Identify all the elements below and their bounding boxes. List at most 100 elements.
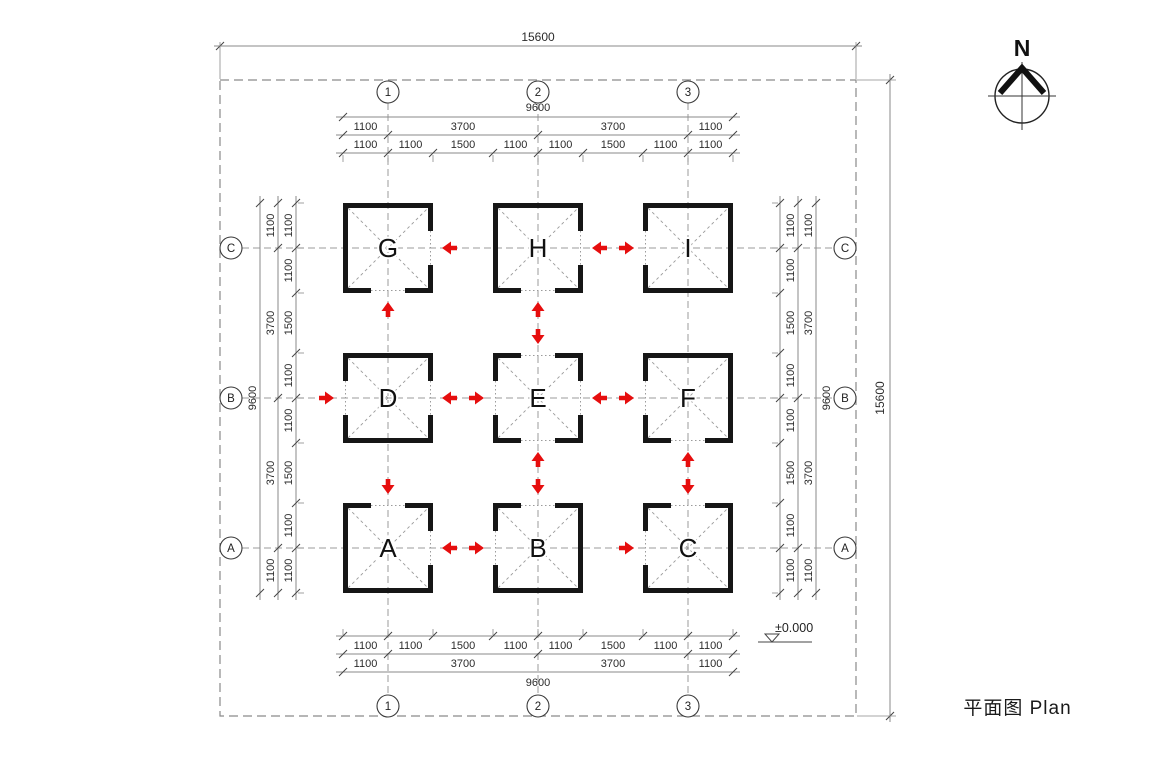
dim-label: 1500 [451,640,475,652]
flow-arrow [592,241,607,255]
flow-arrow [381,302,395,317]
flow-arrow [619,541,634,555]
dim-label: 1100 [699,640,723,652]
dim-label: 1100 [654,139,678,151]
north-indicator: N [962,26,1082,151]
grid-bubble-1 [376,694,400,718]
room-H: H [493,203,583,293]
room-label-F: F [680,383,696,413]
dim-label: 1100 [265,214,277,238]
room-wall [643,265,648,293]
room-I: I [643,203,733,293]
dim-label: 1500 [601,640,625,652]
room-wall [493,503,521,508]
dim-label: 3700 [803,461,815,485]
dim-label: 3700 [451,658,475,670]
north-label: N [1014,35,1031,61]
room-wall [493,415,498,443]
dim-label: 1100 [654,640,678,652]
room-B: B [493,503,583,593]
dim-label: 1100 [785,214,797,238]
room-wall [705,503,733,508]
dim-label: 1100 [504,640,528,652]
dim-label: 1100 [699,658,723,670]
dim-label: 1100 [283,409,295,433]
room-G: G [343,203,433,293]
room-wall [493,203,583,208]
room-wall [578,415,583,443]
room-E: E [493,353,583,443]
room-wall [643,288,733,293]
room-wall [493,353,498,381]
flow-arrow [681,479,695,494]
room-wall [643,353,733,358]
grid-bubble-label: 2 [535,87,541,99]
room-wall [343,588,433,593]
room-wall [643,438,671,443]
room-wall [578,353,583,381]
room-wall [405,288,433,293]
dim-label: 1100 [354,640,378,652]
room-wall [343,203,348,293]
room-A: A [343,503,433,593]
room-wall [643,353,648,381]
room-wall [493,565,498,593]
room-wall [493,503,498,531]
level-marker: ±0.000 [758,621,813,643]
grid-bubble-B [833,386,857,410]
dim-label: 1500 [601,139,625,151]
room-wall [643,565,648,593]
dim-label: 1100 [699,139,723,151]
level-label: ±0.000 [775,621,813,635]
dim-label: 1500 [785,461,797,485]
flow-arrow [442,541,457,555]
grid-bubble-1 [376,80,400,104]
room-wall [428,203,433,231]
room-wall [493,203,498,293]
room-wall [343,353,433,358]
north-chevron [997,63,1047,95]
room-wall [405,503,433,508]
grid-bubble-label: A [841,543,849,555]
dim-label: 1100 [785,514,797,538]
grid-bubble-label: 2 [535,701,541,713]
grid-bubble-3 [676,694,700,718]
grid-bubble-label: B [841,393,849,405]
room-wall [728,353,733,443]
grid-bubble-A [219,536,243,560]
grid-bubble-label: 3 [685,87,691,99]
room-label-E: E [529,383,546,413]
room-wall [343,353,348,381]
room-wall [343,203,433,208]
dim-label: 1100 [549,640,573,652]
room-C: C [643,503,733,593]
room-wall [428,503,433,531]
dim-label: 1100 [803,214,815,238]
room-label-B: B [529,533,546,563]
room-wall [493,588,583,593]
dim-label: 15600 [873,381,887,415]
dim-label: 1100 [785,259,797,283]
room-F: F [643,353,733,443]
flow-arrow [531,329,545,344]
grid-bubble-label: 3 [685,701,691,713]
flow-arrow [319,391,334,405]
room-wall [555,288,583,293]
dim-label: 1100 [283,559,295,583]
dim-label: 1100 [283,364,295,388]
dim-label: 3700 [265,461,277,485]
room-label-C: C [679,533,698,563]
dim-label: 3700 [803,311,815,335]
room-wall [643,203,648,231]
flow-arrow [619,241,634,255]
room-wall [728,503,733,593]
grid-bubble-label: B [227,393,235,405]
room-wall [555,353,583,358]
room-wall [578,203,583,231]
flow-arrow [469,391,484,405]
room-wall [578,265,583,293]
